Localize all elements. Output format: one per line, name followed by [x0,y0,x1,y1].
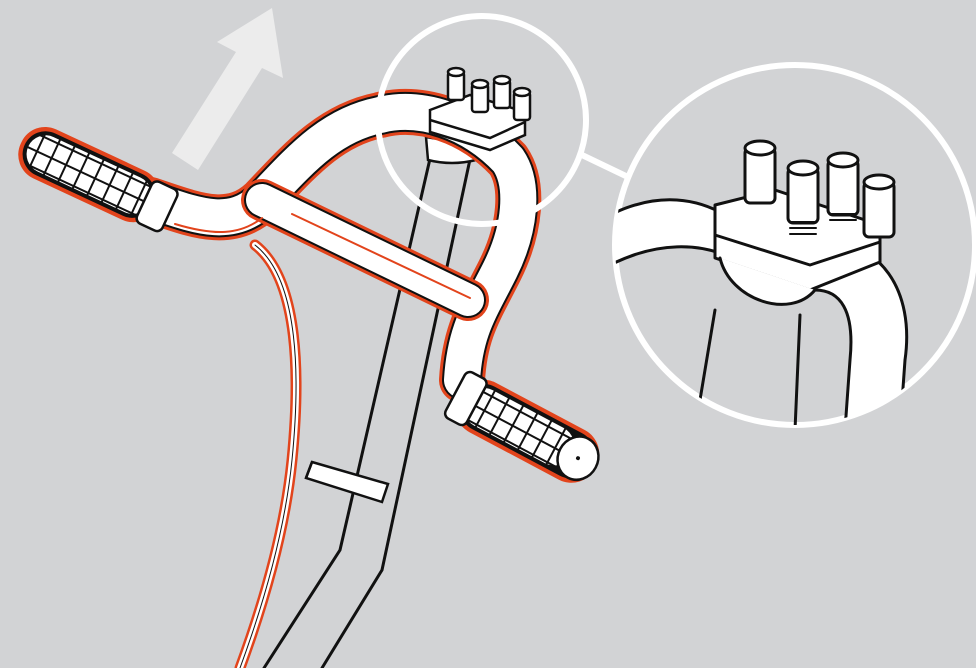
left-grip [18,126,179,233]
arrow-up-right-icon [172,8,283,170]
handlebar-clamp [428,66,532,152]
callout-leader [580,152,632,181]
clamp-bolt [492,74,512,110]
zoom-detail-circle-icon [612,62,976,428]
clamp-bolt [512,86,532,122]
clamp-bolt [446,66,466,102]
column-clip [304,460,390,504]
cable [234,239,302,668]
callout-circle [375,13,589,227]
clamp-bolt [470,78,490,114]
right-grip [443,370,600,483]
